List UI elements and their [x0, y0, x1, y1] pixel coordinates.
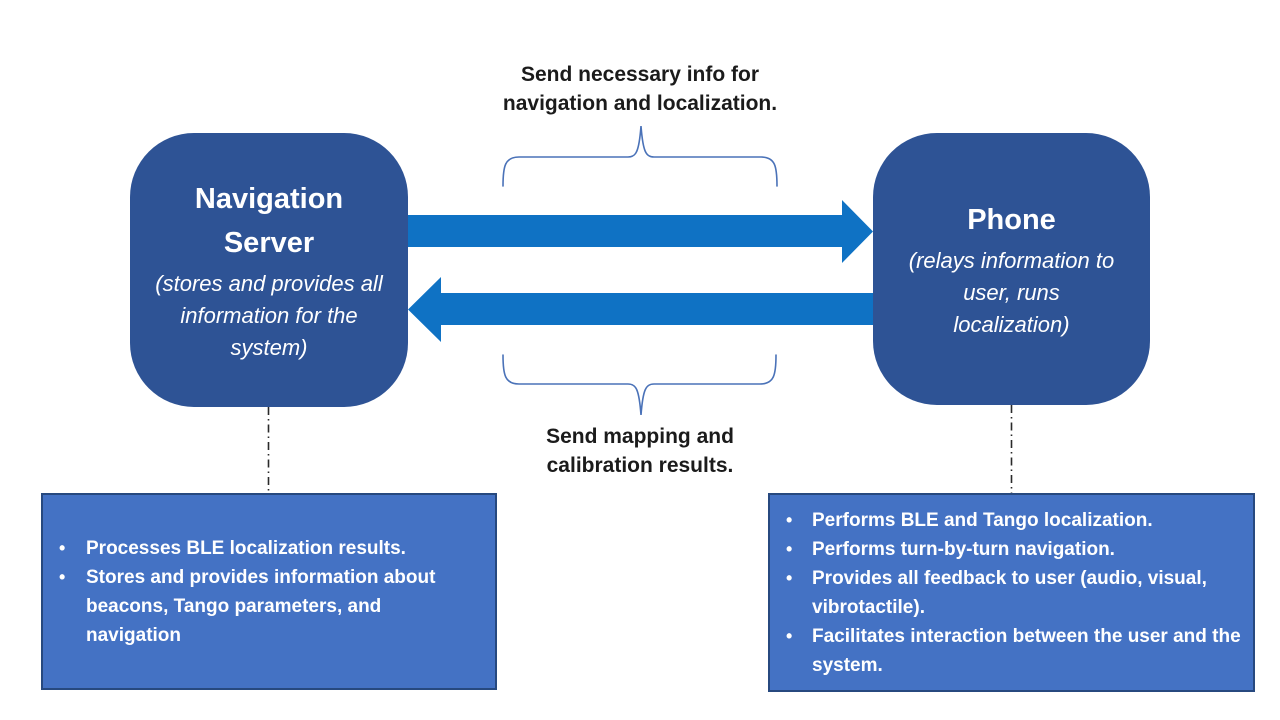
- bullet-item: Stores and provides information about be…: [43, 563, 495, 650]
- server-functions-panel: Processes BLE localization results. Stor…: [41, 493, 497, 690]
- bullet-item: Performs turn-by-turn navigation.: [770, 535, 1253, 564]
- bullet-item: Provides all feedback to user (audio, vi…: [770, 564, 1253, 622]
- node-navigation-server: Navigation Server (stores and provides a…: [130, 133, 408, 407]
- node-navigation-server-subtitle: (stores and provides all information for…: [155, 270, 383, 360]
- phone-bullet-list: Performs BLE and Tango localization. Per…: [770, 506, 1253, 680]
- bottom-caption-line2: calibration results.: [546, 454, 734, 477]
- top-caption: Send necessary info for navigation and l…: [440, 60, 840, 118]
- node-phone-title: Phone: [967, 203, 1056, 236]
- top-caption-line2: navigation and localization.: [502, 92, 778, 115]
- server-bullet-list: Processes BLE localization results. Stor…: [43, 534, 495, 650]
- top-caption-line1: Send necessary info for: [520, 63, 760, 86]
- node-phone-subtitle: (relays information to user, runs locali…: [908, 247, 1115, 337]
- node-phone: Phone (relays information to user, runs …: [873, 133, 1150, 405]
- phone-functions-panel: Performs BLE and Tango localization. Per…: [768, 493, 1255, 692]
- curly-brace-top-icon: [502, 125, 778, 187]
- bullet-item: Processes BLE localization results.: [43, 534, 495, 563]
- bottom-caption-line1: Send mapping and: [546, 425, 734, 448]
- arrow-phone-to-server-icon: [408, 277, 877, 342]
- node-navigation-server-title: Navigation Server: [194, 182, 344, 259]
- curly-brace-bottom-icon: [502, 354, 777, 416]
- arrow-server-to-phone-icon: [408, 200, 873, 263]
- bullet-item: Performs BLE and Tango localization.: [770, 506, 1253, 535]
- bottom-caption: Send mapping and calibration results.: [440, 422, 840, 480]
- bullet-item: Facilitates interaction between the user…: [770, 622, 1253, 680]
